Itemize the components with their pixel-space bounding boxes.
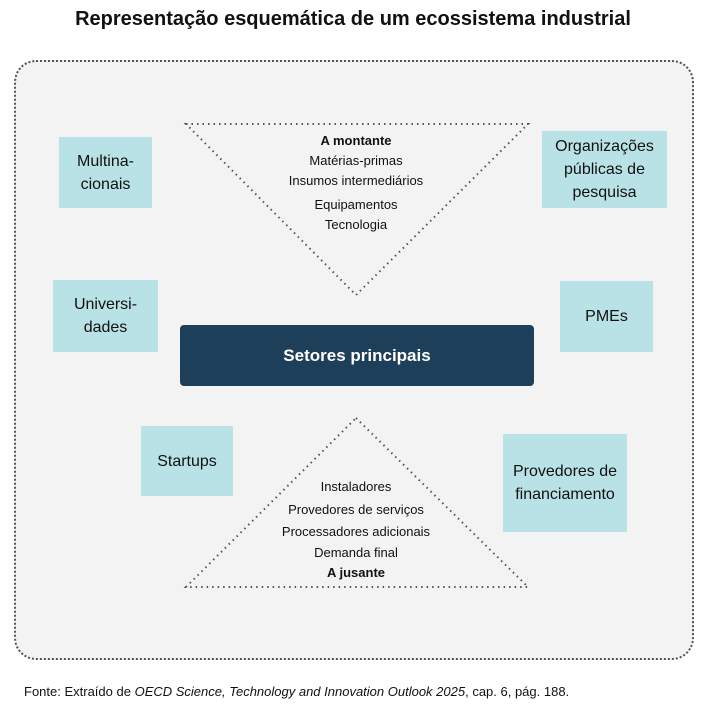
source-suffix: , cap. 6, pág. 188. bbox=[465, 684, 570, 699]
upstream-triangle bbox=[183, 123, 531, 297]
upstream-item: Insumos intermediários bbox=[288, 173, 424, 188]
diagram-title: Representação esquemática de um ecossist… bbox=[75, 8, 631, 30]
upstream-item: Tecnologia bbox=[324, 217, 388, 232]
core-sectors: Setores principais bbox=[180, 325, 534, 386]
source-note: Fonte: Extraído de OECD Science, Technol… bbox=[24, 684, 569, 699]
source-prefix: Fonte: Extraído de bbox=[24, 684, 135, 699]
actor-pmes: PMEs bbox=[560, 281, 653, 352]
upstream-list: A montante Matérias-primas Insumos inter… bbox=[236, 131, 476, 235]
downstream-item: Demanda final bbox=[314, 545, 398, 560]
downstream-list: Instaladores Provedores de serviços Proc… bbox=[236, 475, 476, 583]
downstream-item: Provedores de serviços bbox=[288, 502, 424, 517]
upstream-item: Equipamentos bbox=[314, 197, 398, 212]
downstream-item: Instaladores bbox=[320, 479, 392, 494]
actor-provedores-financiamento: Provedores de financiamento bbox=[503, 434, 627, 532]
downstream-item: Processadores adicionais bbox=[281, 524, 431, 539]
upstream-item: Matérias-primas bbox=[309, 153, 403, 168]
downstream-heading: A jusante bbox=[326, 565, 386, 580]
actor-universidades: Universi- dades bbox=[53, 280, 158, 352]
actor-organizacoes-publicas: Organizações públicas de pesquisa bbox=[542, 131, 667, 208]
actor-multinacionais: Multina- cionais bbox=[59, 137, 152, 208]
source-work: OECD Science, Technology and Innovation … bbox=[134, 684, 466, 699]
actor-startups: Startups bbox=[141, 426, 233, 496]
upstream-heading: A montante bbox=[320, 133, 392, 148]
